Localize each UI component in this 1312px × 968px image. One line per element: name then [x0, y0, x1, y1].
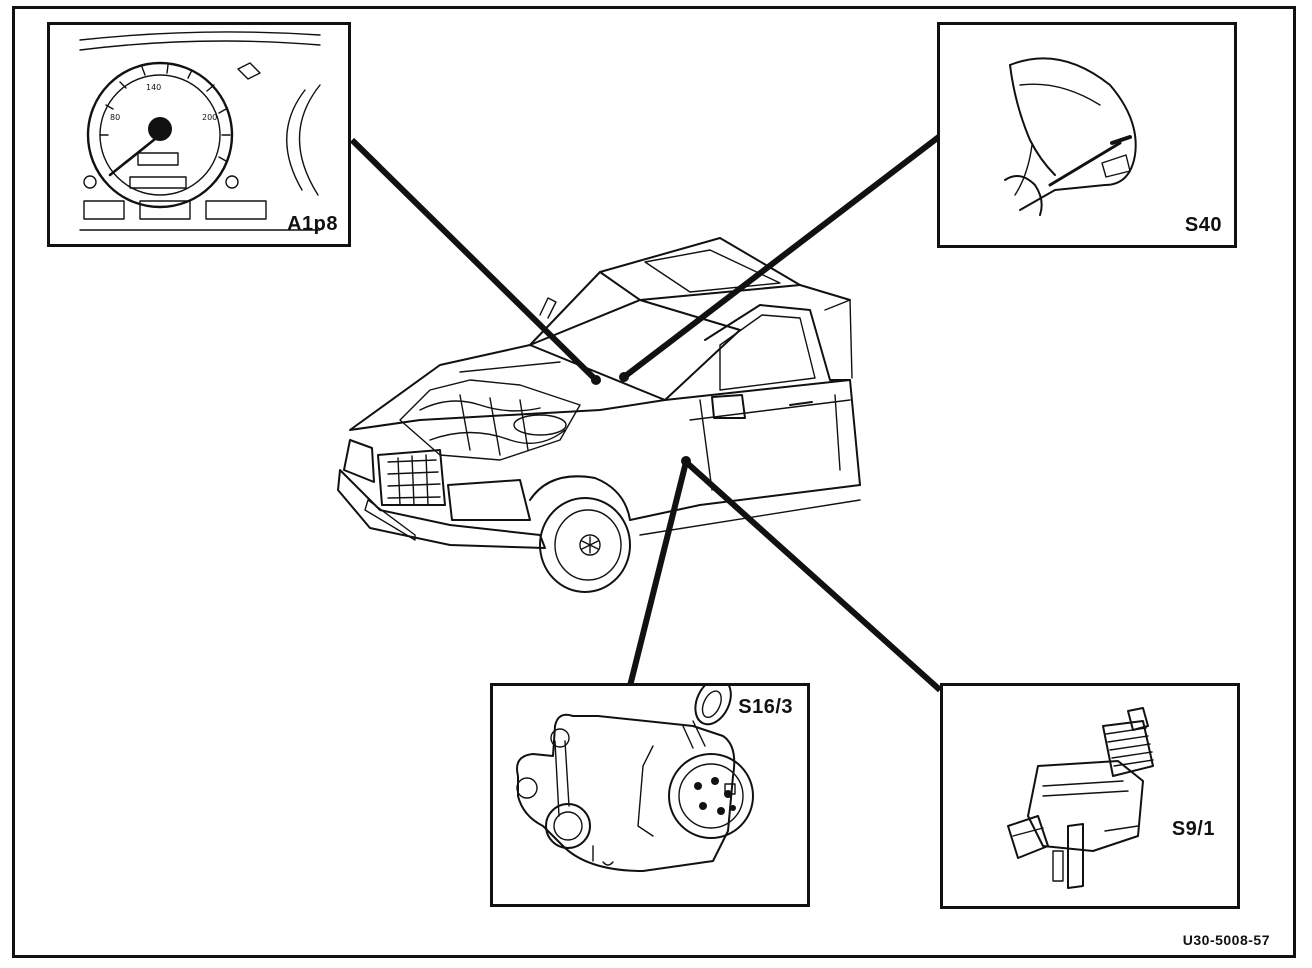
panel-steering-wheel: S40: [937, 22, 1237, 248]
panel-selector-lever-switch: S16/3: [490, 683, 810, 907]
leader-line-a1p8: [349, 137, 599, 383]
outer-frame: [12, 6, 1296, 958]
svg-text:80: 80: [110, 113, 120, 122]
leader-line-s16-3: [627, 461, 689, 687]
leader-line-s9-1: [683, 459, 943, 693]
panel-instrument-cluster: 140 80 200 A1p8: [47, 22, 351, 247]
selector-switch-drawing: [516, 686, 754, 872]
panel-stop-lamp-switch: S9/1: [940, 683, 1240, 909]
svg-text:140: 140: [146, 83, 161, 92]
pointer-dot-a1p8: [591, 375, 601, 385]
component-label-s16-3: S16/3: [738, 696, 793, 718]
leader-line-s40: [622, 133, 942, 380]
component-label-s9-1: S9/1: [1171, 818, 1215, 840]
stop-lamp-switch-drawing: [1007, 707, 1154, 889]
instrument-cluster-drawing: 140 80 200: [79, 31, 321, 231]
steering-wheel-drawing: [1004, 57, 1137, 216]
pointer-dot-door: [681, 456, 691, 466]
svg-text:200: 200: [202, 113, 217, 122]
figure-id: U30-5008-57: [1182, 932, 1270, 948]
component-label-a1p8: A1p8: [287, 213, 338, 235]
pointer-dot-s40: [619, 372, 629, 382]
component-label-s40: S40: [1184, 214, 1222, 236]
